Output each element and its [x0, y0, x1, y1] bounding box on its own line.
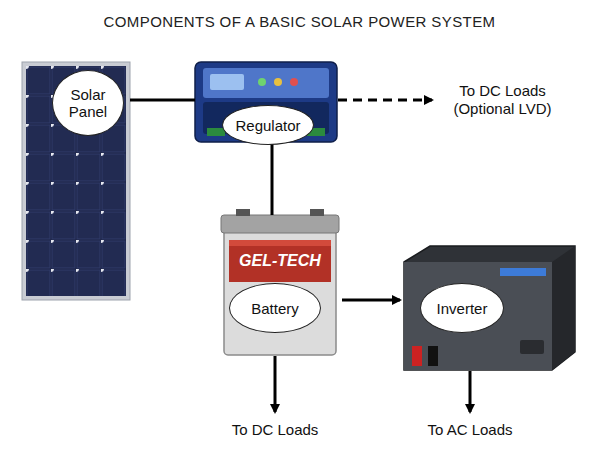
connector-line [130, 99, 195, 102]
label-ellipse: Regulator [222, 105, 314, 145]
load-arrow [469, 371, 472, 412]
component-name: Inverter [437, 300, 488, 317]
component-node: Inverter [400, 245, 575, 370]
diagram-title: COMPONENTS OF A BASIC SOLAR POWER SYSTEM [0, 13, 599, 30]
component-name: Regulator [235, 117, 300, 134]
dashed-arrow [338, 99, 432, 102]
load-label: To AC Loads [410, 421, 530, 439]
component-node: Battery [220, 215, 342, 355]
battery-illustration [221, 209, 339, 355]
load-arrow [274, 356, 277, 412]
load-label: To DC Loads [215, 421, 335, 439]
regulator-illustration [195, 62, 337, 142]
component-node: Regulator [195, 62, 337, 142]
connector-line [342, 299, 400, 302]
component-name: Battery [251, 300, 299, 317]
connector-line [271, 142, 274, 215]
component-name: Solar Panel [53, 86, 123, 120]
battery-brand: GEL-TECH [232, 252, 328, 270]
load-label: To DC Loads (Optional LVD) [440, 82, 565, 118]
label-ellipse: Battery [229, 283, 321, 333]
component-node: Solar Panel [22, 62, 130, 300]
inverter-illustration [404, 246, 575, 370]
solar-panel-illustration [22, 62, 130, 300]
label-ellipse: Inverter [420, 283, 504, 333]
label-ellipse: Solar Panel [52, 70, 124, 136]
